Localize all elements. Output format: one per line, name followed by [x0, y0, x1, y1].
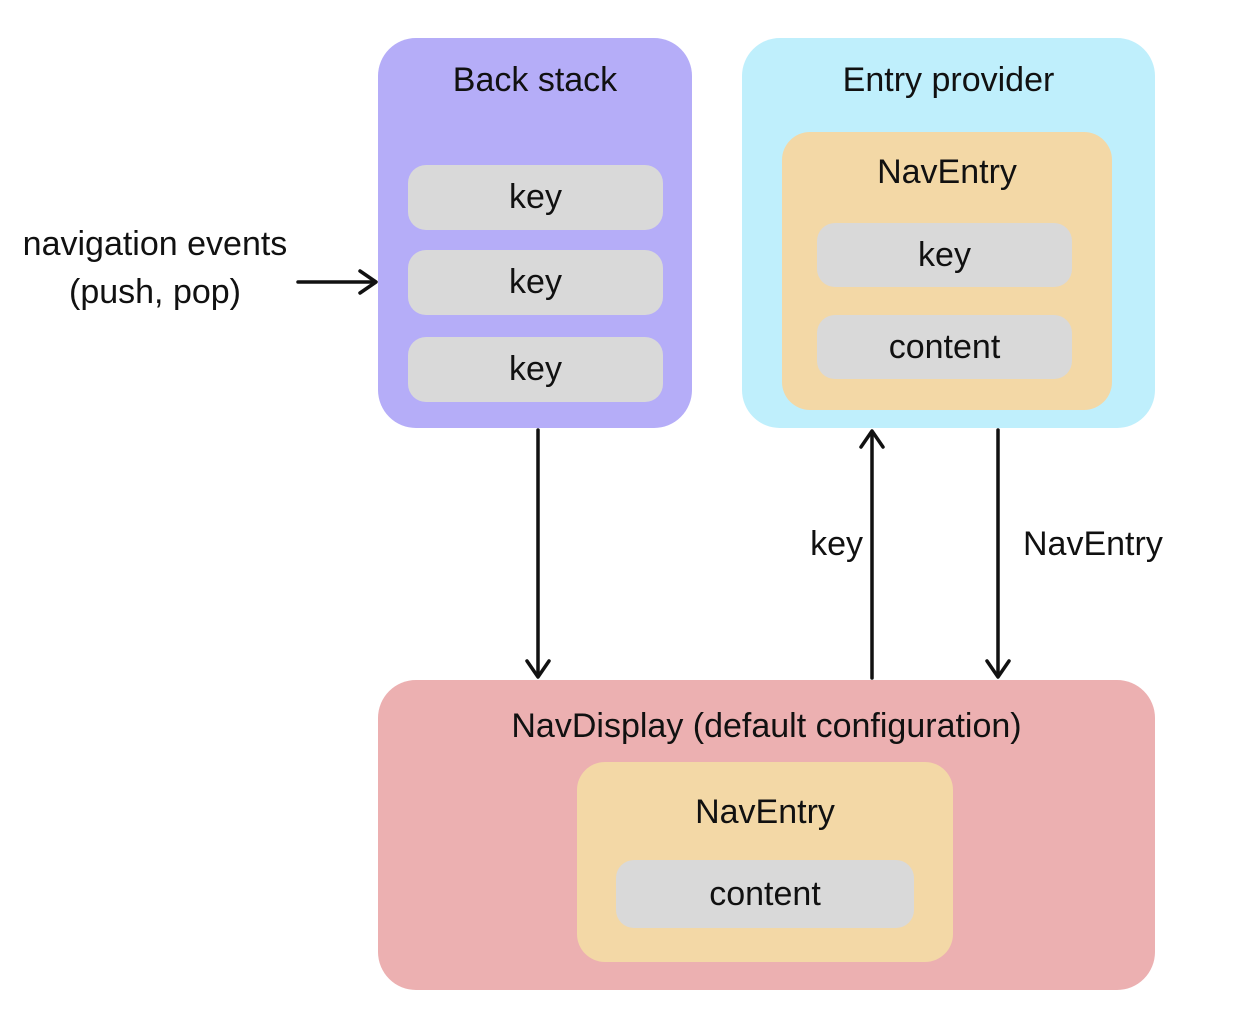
content-label: content	[709, 874, 821, 913]
naventry-title: NavEntry	[695, 793, 835, 831]
back-stack-key-pill: key	[408, 165, 663, 230]
key-label: key	[509, 350, 562, 388]
key-arrow-label: key	[810, 525, 863, 563]
key-label: key	[509, 263, 562, 301]
nav-display-title: NavDisplay (default configuration)	[511, 707, 1022, 745]
nav-display-naventry-card: NavEntry content	[577, 762, 953, 962]
back-stack-key-pill: key	[408, 337, 663, 402]
naventry-key-pill: key	[817, 223, 1072, 287]
arrow-navdisplay-key-to-entryprovider	[859, 429, 885, 680]
arrow-entryprovider-naventry-to-navdisplay	[985, 428, 1011, 679]
back-stack-key-pill: key	[408, 250, 663, 315]
naventry-arrow-label: NavEntry	[1023, 525, 1163, 563]
entry-provider-naventry-card: NavEntry key content	[782, 132, 1112, 410]
naventry-title: NavEntry	[877, 153, 1017, 191]
key-label: key	[918, 235, 971, 274]
naventry-content-pill: content	[616, 860, 914, 928]
back-stack-title: Back stack	[452, 61, 618, 99]
arrow-navigation-events-to-backstack	[296, 269, 378, 295]
entry-provider-box: Entry provider NavEntry key content	[742, 38, 1155, 428]
content-label: content	[888, 327, 1001, 366]
key-label: key	[509, 178, 562, 216]
entry-provider-title: Entry provider	[842, 61, 1055, 99]
navigation-events-line2: (push, pop)	[69, 273, 241, 311]
arrow-backstack-to-navdisplay	[525, 428, 551, 679]
naventry-content-pill: content	[817, 315, 1072, 379]
nav-display-box: NavDisplay (default configuration) NavEn…	[378, 680, 1155, 990]
navigation-events-line1: navigation events	[22, 225, 288, 263]
back-stack-box: Back stack key key key	[378, 38, 692, 428]
navigation-events-label: navigation events (push, pop)	[5, 220, 305, 316]
